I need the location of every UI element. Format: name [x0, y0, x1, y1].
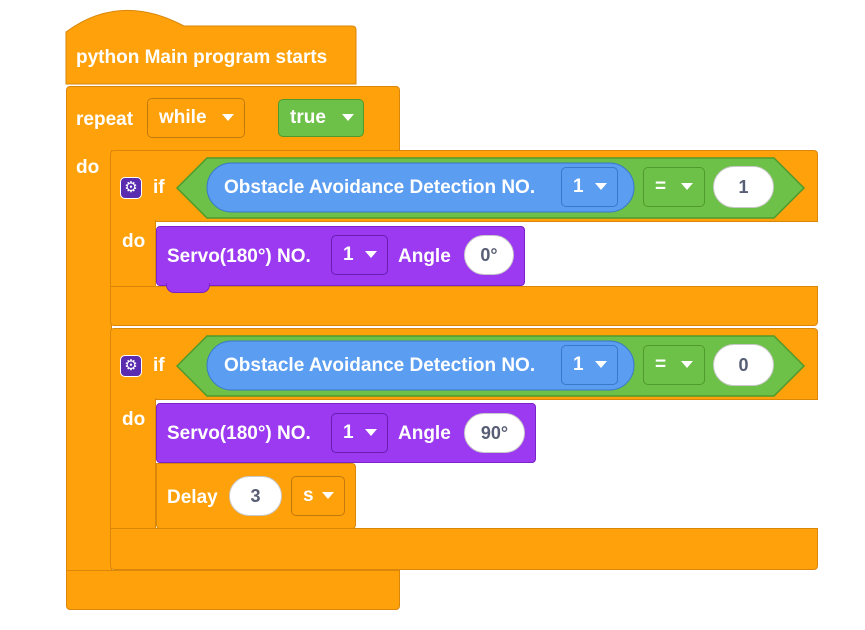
operator-2-value: = [655, 354, 667, 375]
if-block-2-footer [110, 528, 818, 570]
condition-value: true [290, 107, 326, 128]
servo-2-number-dropdown[interactable]: 1 [331, 413, 388, 453]
delay-unit-value: s [303, 485, 314, 506]
servo-1-label: Servo(180°) NO. [167, 246, 311, 267]
caret-down-icon [681, 361, 693, 368]
if-block-1-footer [110, 286, 818, 326]
event-block-label: python Main program starts [76, 47, 328, 68]
operator-1-value: = [655, 176, 667, 197]
operator-1-dropdown[interactable]: = [643, 167, 705, 207]
condition-dropdown[interactable]: true [278, 99, 364, 137]
servo-2-angle-label: Angle [398, 423, 451, 444]
caret-down-icon [222, 114, 234, 121]
sensor-2-number: 1 [573, 354, 584, 375]
if-block-1-arm [110, 220, 156, 290]
repeat-mode-value: while [159, 107, 207, 128]
servo-1-angle-label: Angle [398, 246, 451, 267]
repeat-block-arm [66, 150, 112, 574]
sensor-2-label: Obstacle Avoidance Detection NO. [224, 355, 536, 376]
if-2-label: if [153, 355, 165, 376]
repeat-block-footer [66, 570, 400, 610]
compare-2-input[interactable]: 0 [713, 344, 774, 386]
sensor-1-number-dropdown[interactable]: 1 [561, 167, 618, 207]
delay-unit-dropdown[interactable]: s [291, 476, 345, 516]
operator-2-dropdown[interactable]: = [643, 345, 705, 385]
gear-icon[interactable]: ⚙ [120, 355, 142, 377]
repeat-mode-dropdown[interactable]: while [147, 98, 245, 138]
caret-down-icon [681, 183, 693, 190]
sensor-1-number: 1 [573, 176, 584, 197]
caret-down-icon [595, 361, 607, 368]
repeat-label: repeat [76, 109, 134, 130]
sensor-2-number-dropdown[interactable]: 1 [561, 345, 618, 385]
servo-block-1[interactable] [156, 226, 525, 286]
event-hat-shape [65, 10, 357, 85]
servo-1-angle-input[interactable]: 0° [464, 235, 514, 275]
gear-icon[interactable]: ⚙ [120, 177, 142, 199]
repeat-do-label: do [76, 157, 100, 178]
delay-label: Delay [167, 487, 218, 508]
caret-down-icon [365, 251, 377, 258]
servo-2-number: 1 [343, 422, 354, 443]
compare-1-input[interactable]: 1 [713, 166, 774, 208]
if-1-do-label: do [122, 231, 146, 252]
sensor-1-label: Obstacle Avoidance Detection NO. [224, 177, 536, 198]
servo-1-number: 1 [343, 244, 354, 265]
delay-value-input[interactable]: 3 [229, 476, 282, 516]
servo-block-1-notch [166, 283, 210, 293]
if-2-do-label: do [122, 409, 146, 430]
caret-down-icon [365, 429, 377, 436]
caret-down-icon [322, 492, 334, 499]
caret-down-icon [595, 183, 607, 190]
if-1-label: if [153, 177, 165, 198]
caret-down-icon [342, 114, 354, 121]
servo-2-label: Servo(180°) NO. [167, 423, 311, 444]
servo-2-angle-input[interactable]: 90° [464, 413, 525, 453]
if-block-2-arm [110, 398, 156, 532]
servo-1-number-dropdown[interactable]: 1 [331, 235, 388, 275]
